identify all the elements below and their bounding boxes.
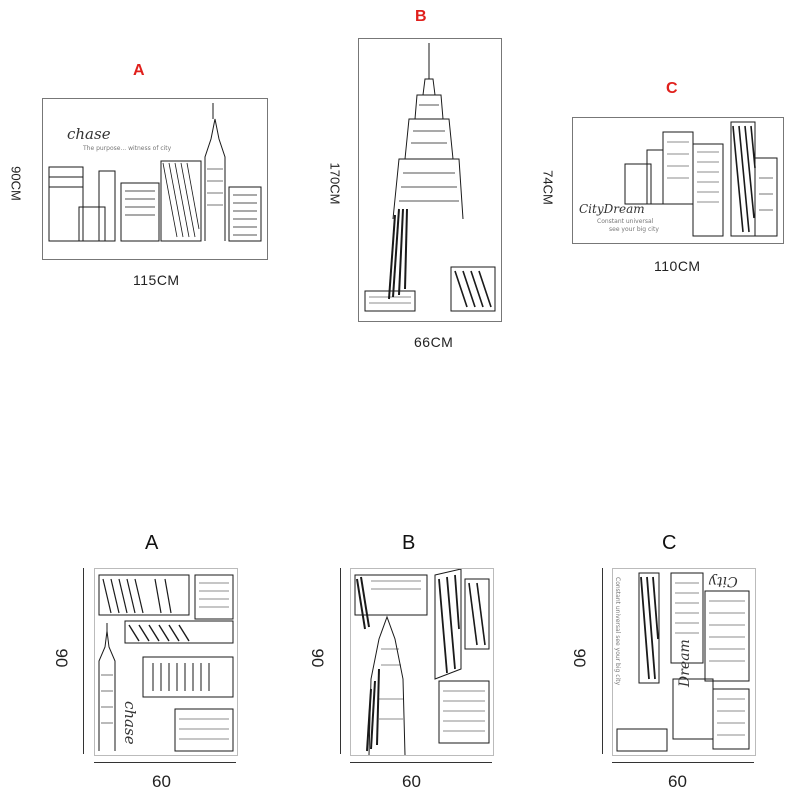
top-panel-a-letter: A xyxy=(133,62,145,79)
top-panel-a-height: 90CM xyxy=(8,166,24,201)
top-panel-c: CityDream Constant universal see your bi… xyxy=(572,117,784,244)
bottom-panel-b-width-rule xyxy=(350,762,492,763)
top-panel-b xyxy=(358,38,502,322)
bottom-panel-b-height-rule xyxy=(340,568,341,754)
bottom-panel-c-width: 60 xyxy=(668,772,687,791)
top-panel-a-tagline: The purpose... witness of city xyxy=(83,145,172,152)
top-panel-c-letter: C xyxy=(666,80,678,97)
skyline-sketch-a-icon xyxy=(98,574,234,752)
skyline-sketch-c-icon xyxy=(616,572,750,752)
top-panel-c-width: 110CM xyxy=(654,258,701,274)
bottom-panel-b xyxy=(350,568,494,756)
top-panel-c-brand: CityDream xyxy=(579,202,645,216)
top-panel-a-brand: chase xyxy=(67,125,111,143)
bottom-panel-c-brand-side: Dream xyxy=(677,639,693,687)
bottom-panel-b-height: 90 xyxy=(308,648,327,668)
bottom-panel-a-letter: A xyxy=(145,532,159,554)
bottom-panel-c-height: 90 xyxy=(570,648,589,668)
bottom-panel-b-width: 60 xyxy=(402,772,421,791)
top-panel-b-width: 66CM xyxy=(414,334,454,350)
bottom-panel-a: chase xyxy=(94,568,238,756)
top-panel-c-tagline1: Constant universal xyxy=(597,218,654,225)
bottom-panel-a-width-rule xyxy=(94,762,236,763)
bottom-panel-c-letter: C xyxy=(662,532,677,554)
bottom-panel-a-height-rule xyxy=(83,568,84,754)
bottom-panel-b-letter: B xyxy=(402,532,416,554)
bottom-panel-a-brand: chase xyxy=(121,701,139,745)
top-panel-c-tagline2: see your big city xyxy=(609,226,659,233)
bottom-panel-c: City Dream Constant universal see your b… xyxy=(612,568,756,756)
skyscraper-sketch-b-icon xyxy=(354,569,490,755)
skyline-sketch-c-icon xyxy=(624,121,778,237)
top-panel-b-height: 170CM xyxy=(327,162,343,205)
top-panel-c-height: 74CM xyxy=(540,170,556,205)
bottom-panel-a-height: 90 xyxy=(52,648,71,668)
skyscraper-sketch-b-icon xyxy=(364,43,496,312)
bottom-panel-c-tagline: Constant universal see your big city xyxy=(614,577,621,686)
top-panel-a-width: 115CM xyxy=(133,272,180,288)
bottom-panel-c-brand-top: City xyxy=(709,573,738,589)
top-panel-a: chase The purpose... witness of city xyxy=(42,98,268,260)
top-panel-b-letter: B xyxy=(415,8,427,25)
skyline-sketch-a-icon xyxy=(48,103,262,242)
bottom-panel-a-width: 60 xyxy=(152,772,171,791)
bottom-panel-c-width-rule xyxy=(612,762,754,763)
bottom-panel-c-height-rule xyxy=(602,568,603,754)
